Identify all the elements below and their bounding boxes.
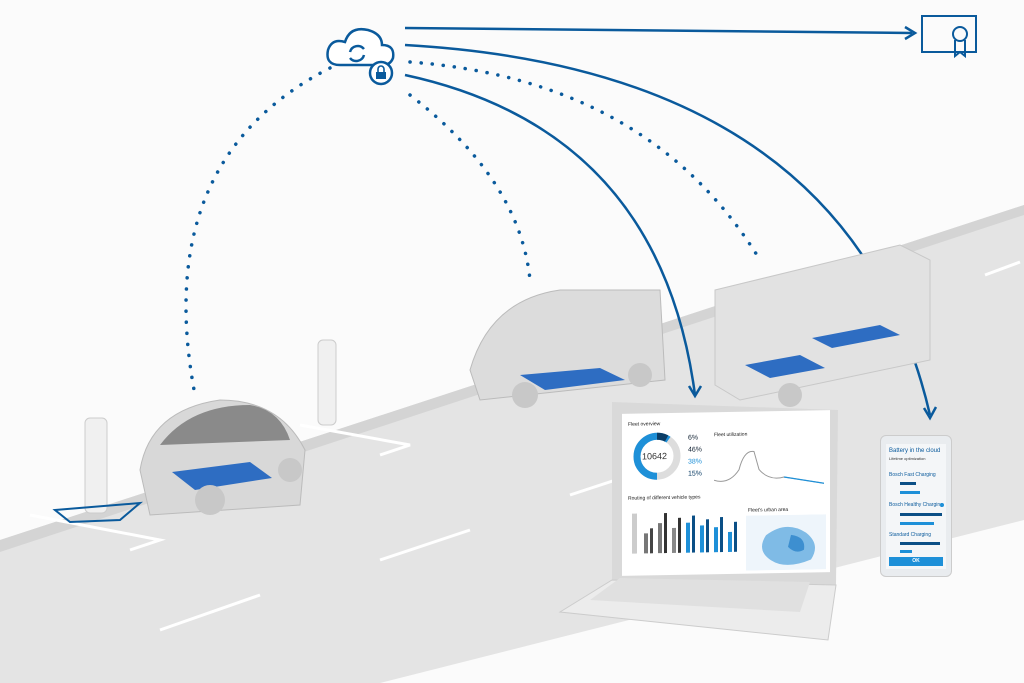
charging-station bbox=[52, 339, 337, 524]
phone-title: Battery in the cloud bbox=[889, 448, 941, 454]
option-fast-charging[interactable]: Bosch Fast Charging bbox=[889, 472, 936, 478]
cloud-sync-lock-icon bbox=[326, 28, 395, 86]
truck bbox=[714, 244, 931, 407]
fleet-total: 10642 bbox=[642, 451, 668, 462]
option-healthy-charging[interactable]: Bosch Healthy Charging bbox=[889, 502, 943, 508]
stat: 15% bbox=[688, 470, 703, 478]
van bbox=[469, 289, 666, 408]
wireless-links bbox=[184, 60, 762, 397]
phone-subtitle: Lifetime optimization bbox=[889, 456, 926, 461]
selected-radio[interactable] bbox=[940, 503, 944, 507]
option-standard-charging[interactable]: Standard Charging bbox=[889, 532, 931, 538]
smartphone: Battery in the cloud Lifetime optimizati… bbox=[880, 435, 952, 577]
duration-bar bbox=[900, 513, 942, 516]
urban-area-title: Fleet's urban area bbox=[748, 506, 789, 514]
lifetime-bar bbox=[900, 491, 920, 494]
urban-area-heatmap bbox=[746, 514, 826, 571]
certificate-icon bbox=[921, 15, 977, 59]
fleet-donut-chart bbox=[633, 432, 681, 480]
ok-button[interactable]: OK bbox=[889, 557, 943, 566]
vehicle-types-bar-chart bbox=[632, 513, 737, 554]
fleet-overview-title: Fleet overview bbox=[628, 421, 661, 428]
laptop-dashboard: Fleet overview 10642 6% 46% 38% 15% Flee… bbox=[622, 410, 830, 576]
vehicle-types-title: Routing of different vehicle types bbox=[628, 494, 701, 502]
phone-screen: Battery in the cloud Lifetime optimizati… bbox=[886, 444, 946, 569]
car bbox=[139, 399, 306, 516]
utilization-line-chart bbox=[714, 450, 824, 484]
duration-bar bbox=[900, 482, 916, 485]
lifetime-bar bbox=[900, 550, 912, 553]
duration-bar bbox=[900, 542, 940, 545]
fleet-utilization-title: Fleet utilization bbox=[714, 431, 748, 439]
stat: 38% bbox=[688, 458, 703, 466]
stat: 46% bbox=[688, 446, 703, 454]
lifetime-bar bbox=[900, 522, 934, 525]
stat: 6% bbox=[688, 434, 699, 442]
